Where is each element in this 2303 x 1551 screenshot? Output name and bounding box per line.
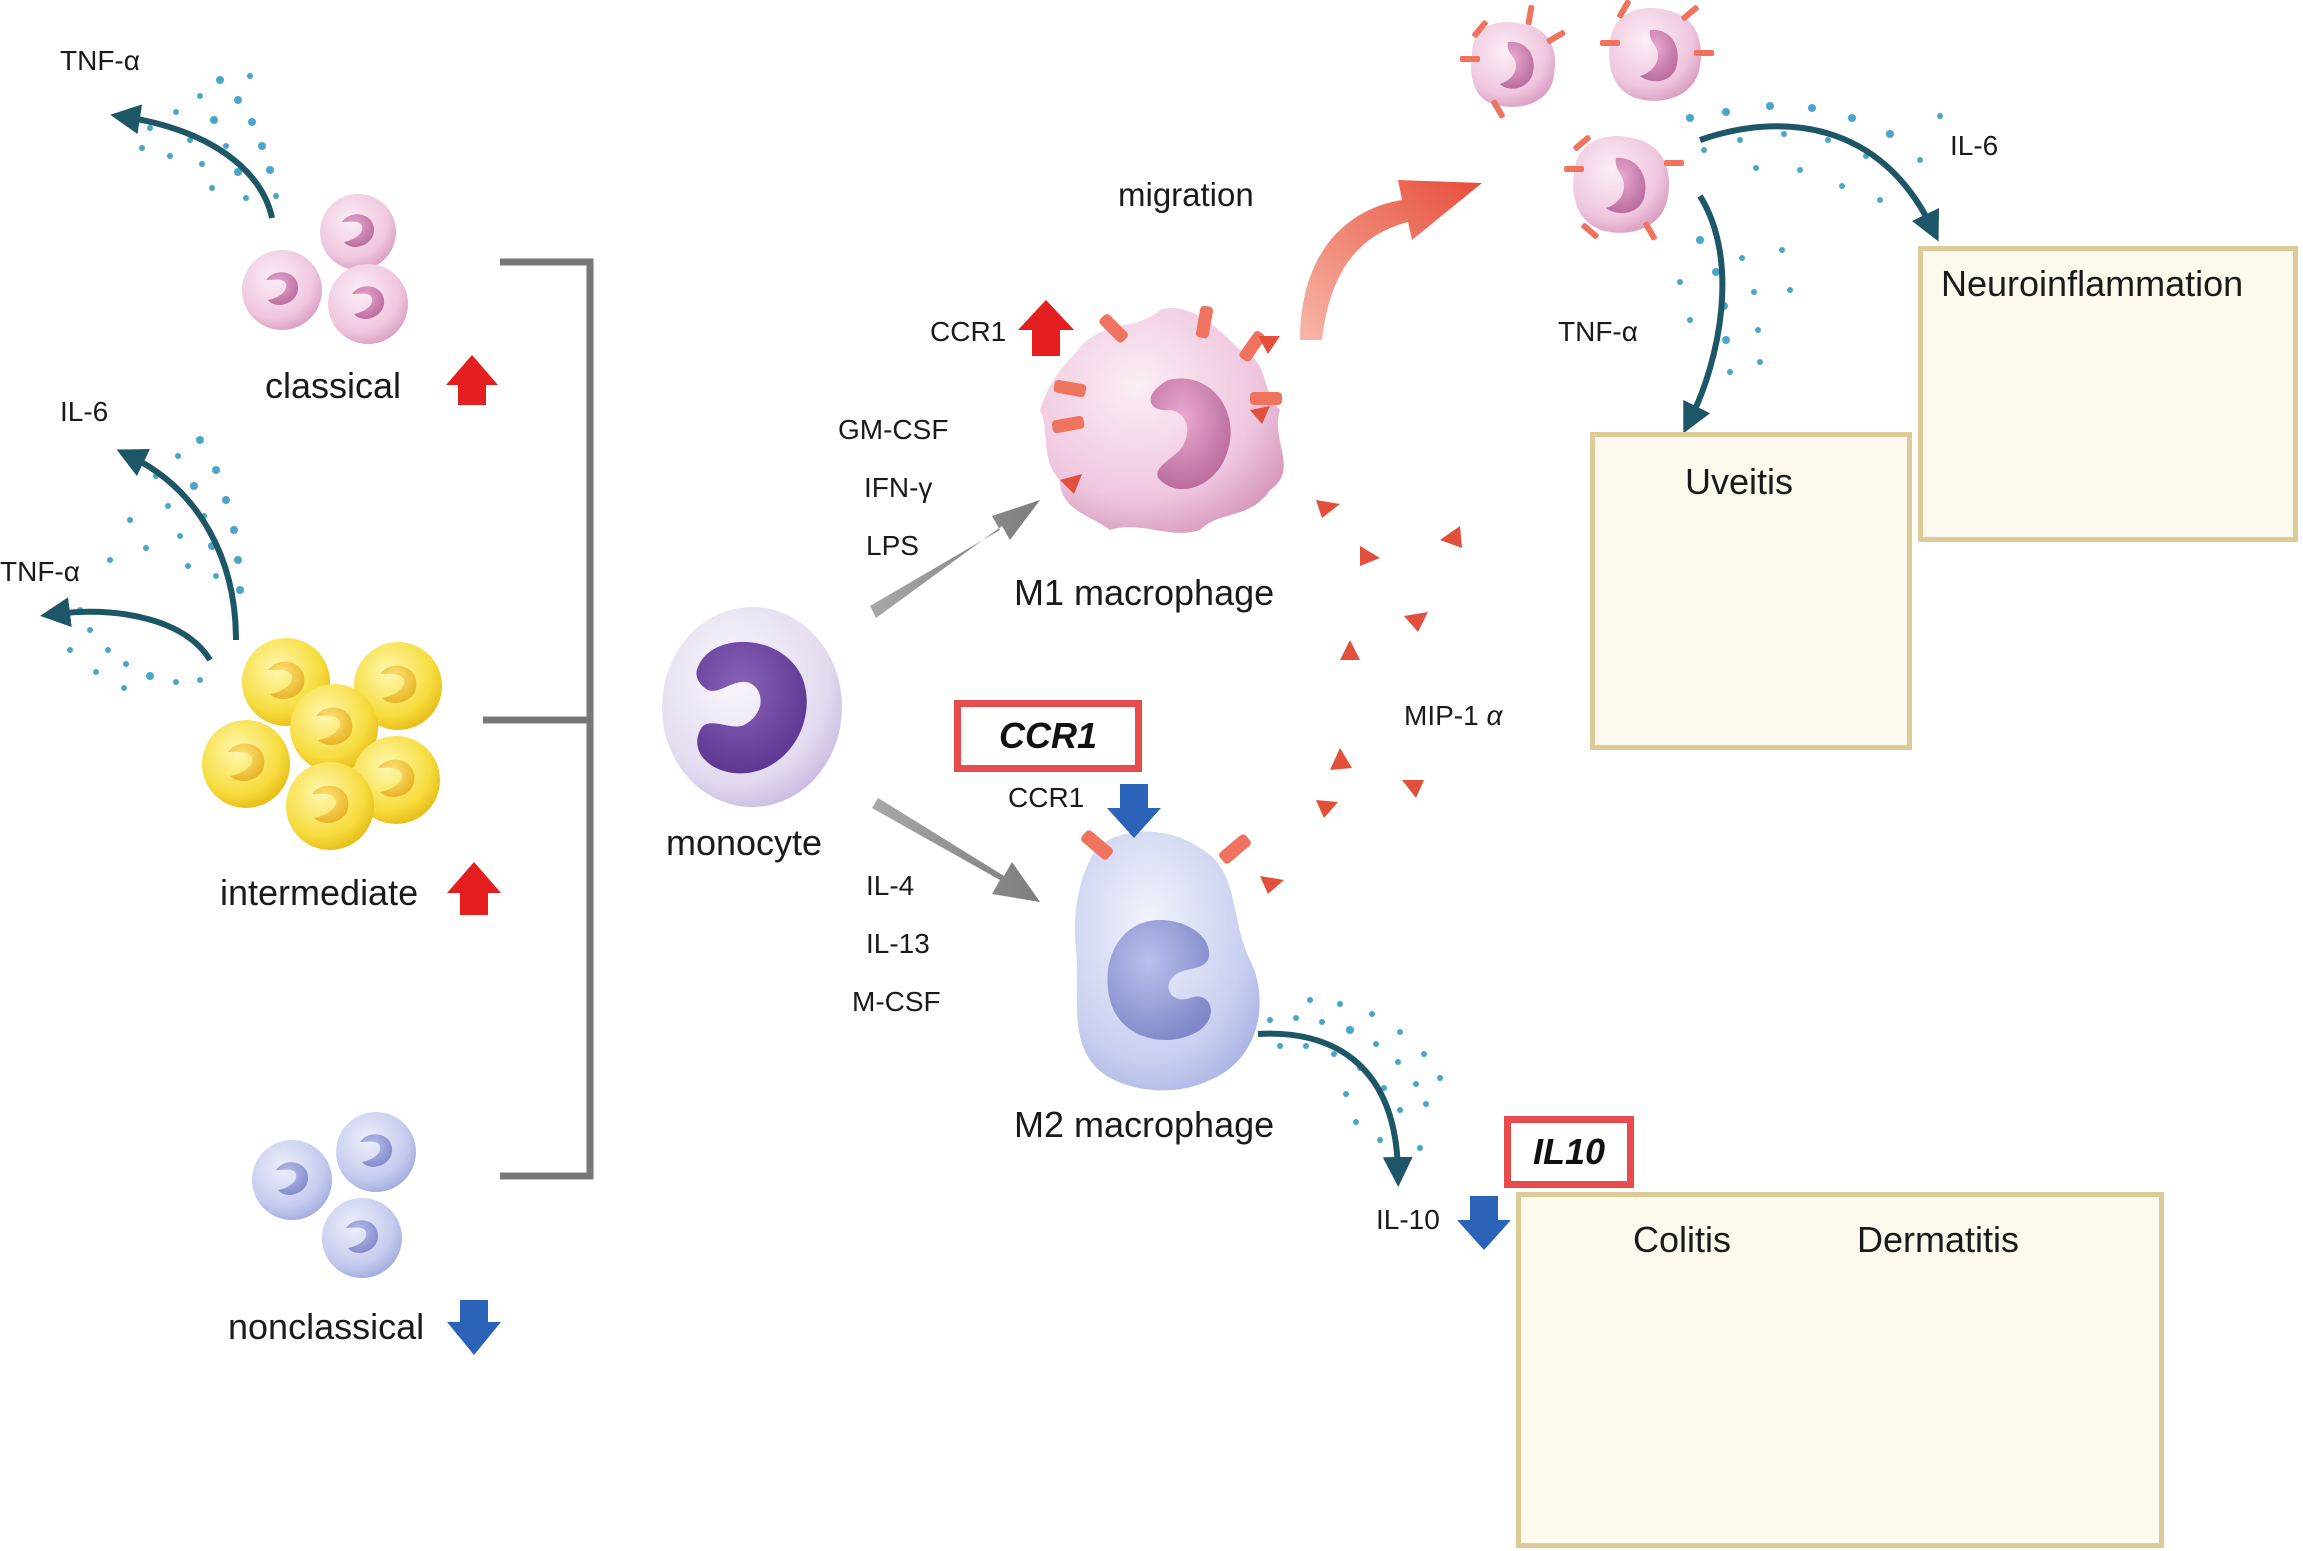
classical-up-arrow (446, 355, 498, 405)
m2-stimulus-il4: IL-4 (866, 870, 915, 901)
migrated-il6-label: IL-6 (1950, 130, 1999, 161)
intermediate-label: intermediate (220, 872, 419, 913)
mip1a-chemokine-marks (1060, 336, 1462, 894)
m1-macrophage-cell (1040, 308, 1284, 533)
ccr1-gene-box: CCR1 (954, 700, 1142, 772)
migrated-tnf-arrow (1683, 194, 1726, 434)
mip1a-text: MIP-1 (1404, 700, 1479, 731)
m1-ccr1-label: CCR1 (930, 316, 1007, 347)
m1-stimulus-gmcsf: GM-CSF (838, 414, 949, 445)
m1-stimulus-lps: LPS (866, 530, 919, 561)
neuroinflammation-title: Neuroinflammation (1941, 263, 2244, 304)
intermediate-up-arrow (447, 862, 501, 915)
migrated-macrophage-cluster (1460, 0, 1714, 241)
m2-il10-arrow (1257, 1030, 1413, 1187)
il10-label: IL-10 (1376, 1204, 1440, 1235)
monocyte-cell (662, 607, 842, 807)
uveitis-title: Uveitis (1685, 461, 1794, 502)
m2-label: M2 macrophage (1014, 1104, 1275, 1145)
nonclassical-label: nonclassical (228, 1306, 425, 1347)
migrated-il6-arrow (1699, 123, 1939, 242)
intermediate-monocyte-cluster (202, 638, 442, 850)
m2-secretion-dots (1267, 997, 1443, 1151)
classical-tnf-arrow (110, 104, 275, 219)
migration-label: migration (1118, 176, 1254, 213)
to-m1-arrow (870, 500, 1040, 618)
intermediate-secretion-dots (67, 436, 244, 691)
colitis-dermatitis-panel: Colitis Dermatitis (1516, 1192, 2164, 1548)
m2-stimulus-il13: IL-13 (866, 928, 930, 959)
m1-ccr1-up-arrow (1018, 300, 1074, 356)
m1-ccr1-receptors (1051, 305, 1282, 434)
intermediate-il6-label: IL-6 (60, 396, 109, 427)
m2-ccr1-label: CCR1 (1008, 782, 1085, 813)
nonclassical-down-arrow (447, 1300, 501, 1355)
m2-macrophage-cell (1074, 831, 1260, 1091)
colitis-title: Colitis (1633, 1219, 1732, 1260)
uveitis-panel: Uveitis (1590, 432, 1912, 750)
il10-gene-box: IL10 (1504, 1116, 1634, 1188)
classical-secretion-dots (139, 73, 279, 201)
migrated-tnf-label: TNF-α (1558, 316, 1638, 347)
m1-label: M1 macrophage (1014, 572, 1275, 613)
monocyte-label: monocyte (666, 822, 823, 863)
intermediate-il6-arrow (116, 449, 239, 641)
mip1a-symbol: α (1486, 700, 1503, 731)
classical-label: classical (265, 365, 402, 406)
il10-down-arrow (1457, 1196, 1511, 1250)
m2-ccr1-receptors (1081, 830, 1251, 864)
migration-arrow (1300, 180, 1482, 340)
to-m2-arrow (872, 798, 1040, 902)
m2-stimulus-mcsf: M-CSF (852, 986, 941, 1017)
m1-stimulus-ifng: IFN-γ (864, 472, 933, 503)
migrated-secretion-dots (1677, 102, 1943, 375)
intermediate-tnf-arrow (40, 597, 213, 662)
intermediate-tnf-label: TNF-α (0, 556, 80, 587)
classical-monocyte-cluster (242, 194, 408, 344)
classical-tnf-label: TNF-α (60, 45, 140, 76)
mip1a-label: MIP-1 α (1404, 700, 1502, 732)
m2-ccr1-down-arrow (1107, 784, 1161, 838)
nonclassical-monocyte-cluster (252, 1112, 416, 1278)
subset-bracket (483, 258, 594, 1180)
dermatitis-title: Dermatitis (1857, 1219, 2020, 1260)
neuroinflammation-panel: Neuroinflammation (1918, 246, 2298, 542)
